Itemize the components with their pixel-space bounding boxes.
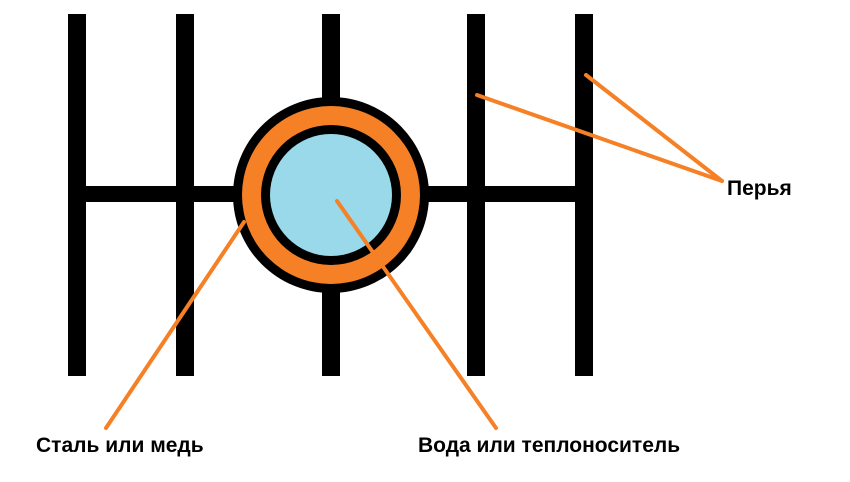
leader-line-fins-a	[475, 93, 724, 183]
label-fins: Перья	[727, 177, 792, 200]
tube-cross-section	[233, 97, 429, 293]
leader-line-tube-material	[104, 220, 246, 430]
coolant-core	[270, 134, 392, 256]
leader-line-fins-b	[584, 73, 724, 183]
label-coolant: Вода или теплоноситель	[418, 434, 680, 457]
leader-line-coolant	[335, 199, 498, 430]
leader-lines	[104, 73, 724, 430]
label-tube-material: Сталь или медь	[36, 434, 204, 457]
